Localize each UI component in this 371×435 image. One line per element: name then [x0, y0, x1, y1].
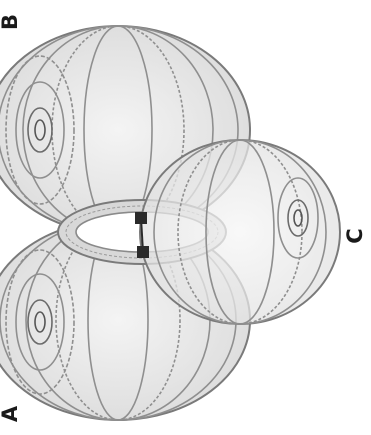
label-b: B: [0, 14, 22, 30]
node-bottom: [137, 246, 149, 258]
label-a: A: [0, 405, 22, 422]
node-top: [135, 212, 147, 224]
label-c: C: [343, 228, 367, 243]
lobe-c: [140, 140, 340, 324]
